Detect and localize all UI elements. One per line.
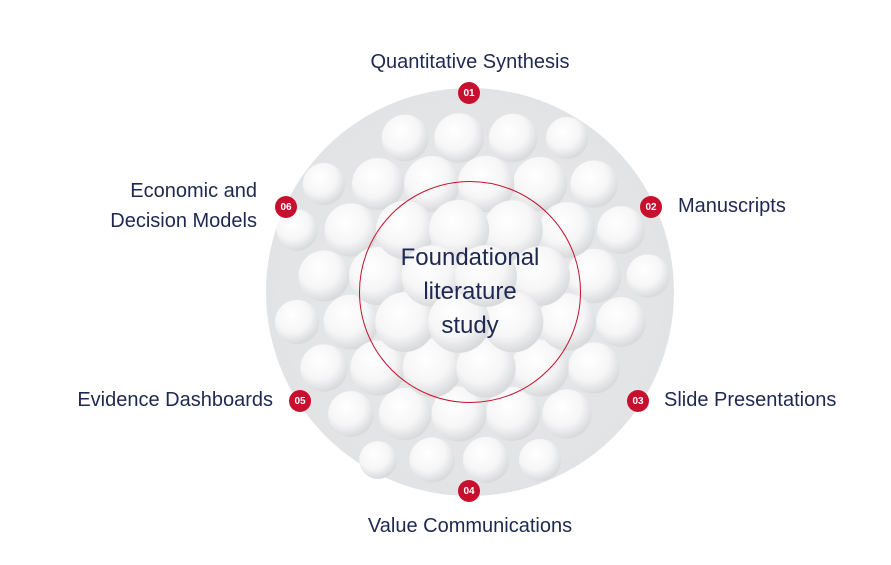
center-line: Foundational (400, 244, 540, 271)
sphere-ball (568, 342, 620, 394)
item-badge-03: 03 (627, 390, 649, 412)
item-badge-06: 06 (275, 196, 297, 218)
sphere-ball (324, 203, 378, 257)
sphere-ball (298, 250, 350, 302)
sphere-ball (434, 113, 484, 163)
sphere-ball (328, 391, 374, 437)
center-line: study (441, 312, 499, 339)
item-label-01: Quantitative Synthesis (370, 51, 570, 73)
item-label-03: Slide Presentations (664, 389, 837, 411)
item-label-06: Economic and Decision Models (110, 176, 257, 236)
item-label-04: Value Communications (367, 515, 573, 537)
sphere-ball (302, 162, 346, 206)
item-badge-01: 01 (458, 82, 480, 104)
item-label-05: Evidence Dashboards (77, 389, 273, 411)
sphere-ball (626, 254, 670, 298)
sphere-ball (359, 441, 397, 479)
center-title: Foundational literature study (370, 241, 570, 343)
sphere-ball (462, 436, 510, 484)
item-badge-04: 04 (458, 480, 480, 502)
sphere-ball (542, 389, 592, 439)
sphere-ball (597, 206, 645, 254)
sphere-ball (381, 114, 429, 162)
sphere-ball (486, 387, 540, 441)
item-label-02: Manuscripts (678, 195, 786, 217)
center-circle (359, 181, 581, 403)
item-label-06-line: Decision Models (110, 210, 257, 232)
item-badge-05: 05 (289, 390, 311, 412)
sphere-ball (276, 209, 318, 251)
item-badge-02: 02 (640, 196, 662, 218)
item-label-06-line: Economic and (130, 180, 257, 202)
sphere-ball (300, 344, 348, 392)
sphere-ball (596, 297, 646, 347)
sphere-ball (518, 438, 562, 482)
sphere-ball (488, 113, 538, 163)
sphere-ball (570, 160, 618, 208)
sphere-ball (378, 387, 432, 441)
center-line: literature (423, 278, 517, 305)
sphere-ball (352, 158, 404, 210)
sphere-ball (545, 116, 589, 160)
sphere-ball (409, 437, 455, 483)
sphere-ball (274, 299, 320, 345)
